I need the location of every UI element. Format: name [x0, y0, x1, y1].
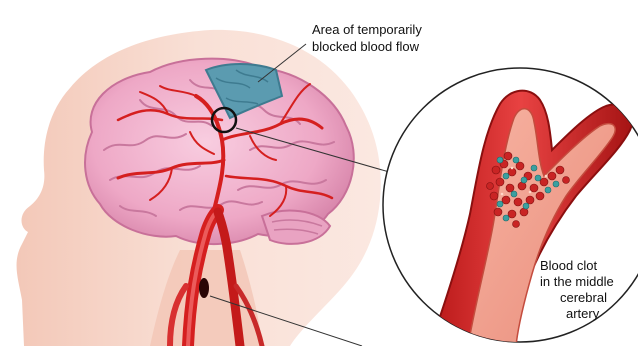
blood-clot-label-line1: Blood clot: [540, 258, 597, 273]
blocked-area-label-line2: blocked blood flow: [312, 39, 420, 54]
blood-clot-label-line4: artery: [566, 306, 600, 321]
blocked-area-label-line1: Area of temporarily: [312, 22, 422, 37]
blood-clot-label-line2: in the middle: [540, 274, 614, 289]
blood-clot-label-line3: cerebral: [560, 290, 607, 305]
